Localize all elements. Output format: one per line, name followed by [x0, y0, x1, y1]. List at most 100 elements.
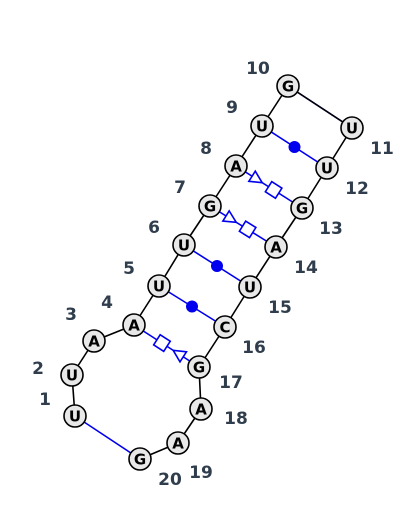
nucleotide-circle — [122, 313, 146, 337]
nucleotide-5: U — [147, 274, 171, 298]
position-number-label: 14 — [294, 258, 318, 278]
nucleotide-10: G — [276, 74, 300, 98]
nucleotide-6: U — [172, 233, 196, 257]
nucleotide-circle — [340, 116, 364, 140]
position-number-label: 6 — [148, 218, 160, 238]
sugar-edge-icon — [171, 349, 188, 364]
watson-crick-pair-icon — [211, 260, 223, 272]
nucleotide-18: A — [189, 397, 213, 421]
nucleotide-base-label: A — [172, 435, 184, 453]
nucleotide-14: A — [264, 235, 288, 259]
nucleotide-base-label: U — [69, 408, 81, 426]
nucleotide-circle — [224, 154, 248, 178]
hoogsteen-edge-icon — [264, 180, 284, 200]
nucleotide-base-label: A — [270, 239, 282, 257]
nucleotide-8: A — [224, 154, 248, 178]
nucleotide-3: A — [82, 329, 106, 353]
base-pair-7-14 — [209, 205, 277, 248]
sugar-edge-icon — [221, 209, 238, 224]
hoogsteen-edge-icon — [238, 220, 257, 239]
position-number-label: 3 — [65, 305, 77, 325]
nucleotide-circle — [166, 431, 190, 455]
nucleotide-11: U — [340, 116, 364, 140]
position-number-label: 17 — [219, 373, 243, 393]
nucleotide-circle — [172, 233, 196, 257]
nucleotide-base-label: A — [128, 317, 140, 335]
position-number-label: 16 — [242, 338, 266, 358]
nucleotide-circle — [147, 274, 171, 298]
position-number-label: 2 — [32, 359, 44, 379]
position-number-label: 8 — [200, 139, 212, 159]
nucleotide-base-label: U — [66, 367, 78, 385]
watson-crick-pair-icon — [288, 141, 301, 153]
position-number-label: 4 — [101, 293, 113, 313]
position-number-label: 11 — [370, 139, 394, 159]
nucleotide-17: G — [187, 355, 211, 379]
sugar-edge-icon — [247, 169, 264, 184]
position-number-label: 1 — [39, 390, 51, 410]
nucleotide-base-label: G — [282, 78, 294, 96]
nucleotide-12: U — [315, 156, 339, 180]
nucleotide-13: G — [290, 196, 314, 220]
nucleotide-circle — [189, 397, 213, 421]
watson-crick-pair-icon — [186, 300, 198, 313]
nucleotide-base-label: G — [296, 200, 308, 218]
position-number-label: 19 — [189, 463, 213, 483]
nucleotide-base-label: U — [244, 279, 256, 297]
nucleotide-circle — [128, 447, 152, 471]
nucleotide-2: U — [60, 363, 84, 387]
nucleotide-base-label: C — [219, 319, 230, 337]
position-number-label: 10 — [246, 59, 270, 79]
nucleotide-19: A — [166, 431, 190, 455]
nucleotide-7: G — [198, 194, 222, 218]
nucleotide-circle — [60, 363, 84, 387]
base-pair-8-13 — [235, 165, 303, 209]
nucleotide-circle — [264, 235, 288, 259]
nucleotide-base-label: A — [88, 333, 100, 351]
nucleotide-1: U — [63, 404, 87, 428]
nucleotide-15: U — [238, 275, 262, 299]
nucleotide-circle — [198, 194, 222, 218]
nucleotide-base-label: U — [256, 118, 268, 136]
nucleotide-base-label: G — [193, 359, 205, 377]
nucleotide-base-label: U — [346, 120, 358, 138]
base-pair-1-20 — [74, 415, 141, 460]
nucleotide-circle — [250, 114, 274, 138]
backbone-link-10-11 — [287, 85, 353, 129]
nucleotide-circle — [213, 315, 237, 339]
position-number-label: 9 — [226, 98, 238, 118]
nucleotide-circle — [187, 355, 211, 379]
pair-line — [74, 415, 141, 460]
nucleotide-9: U — [250, 114, 274, 138]
position-number-label: 7 — [174, 178, 186, 198]
nucleotide-base-label: U — [178, 237, 190, 255]
position-number-label: 12 — [345, 179, 369, 199]
position-number-label: 13 — [319, 219, 343, 239]
nucleotide-base-label: A — [230, 158, 242, 176]
nucleotide-base-label: A — [195, 401, 207, 419]
position-number-label: 20 — [158, 470, 182, 490]
nucleotide-circle — [82, 329, 106, 353]
base-pair-layer — [74, 85, 353, 460]
nucleotide-base-label: G — [204, 198, 216, 216]
base-pair-5-16 — [158, 285, 226, 328]
nucleotide-base-label: U — [153, 278, 165, 296]
nucleotide-circle — [276, 74, 300, 98]
base-pair-6-15 — [183, 244, 251, 288]
base-pair-9-12 — [261, 125, 328, 169]
base-pair-4-17 — [133, 324, 200, 368]
nucleotide-circle — [238, 275, 262, 299]
nucleotide-circle — [63, 404, 87, 428]
position-number-label: 18 — [224, 409, 248, 429]
nucleotide-circle — [315, 156, 339, 180]
position-number-label: 15 — [268, 298, 292, 318]
nucleotide-4: A — [122, 313, 146, 337]
nucleotide-base-label: U — [321, 160, 333, 178]
position-number-label: 5 — [123, 259, 135, 279]
nucleotide-20: G — [128, 447, 152, 471]
nucleotide-base-label: G — [134, 451, 146, 469]
nucleotide-circle — [290, 196, 314, 220]
